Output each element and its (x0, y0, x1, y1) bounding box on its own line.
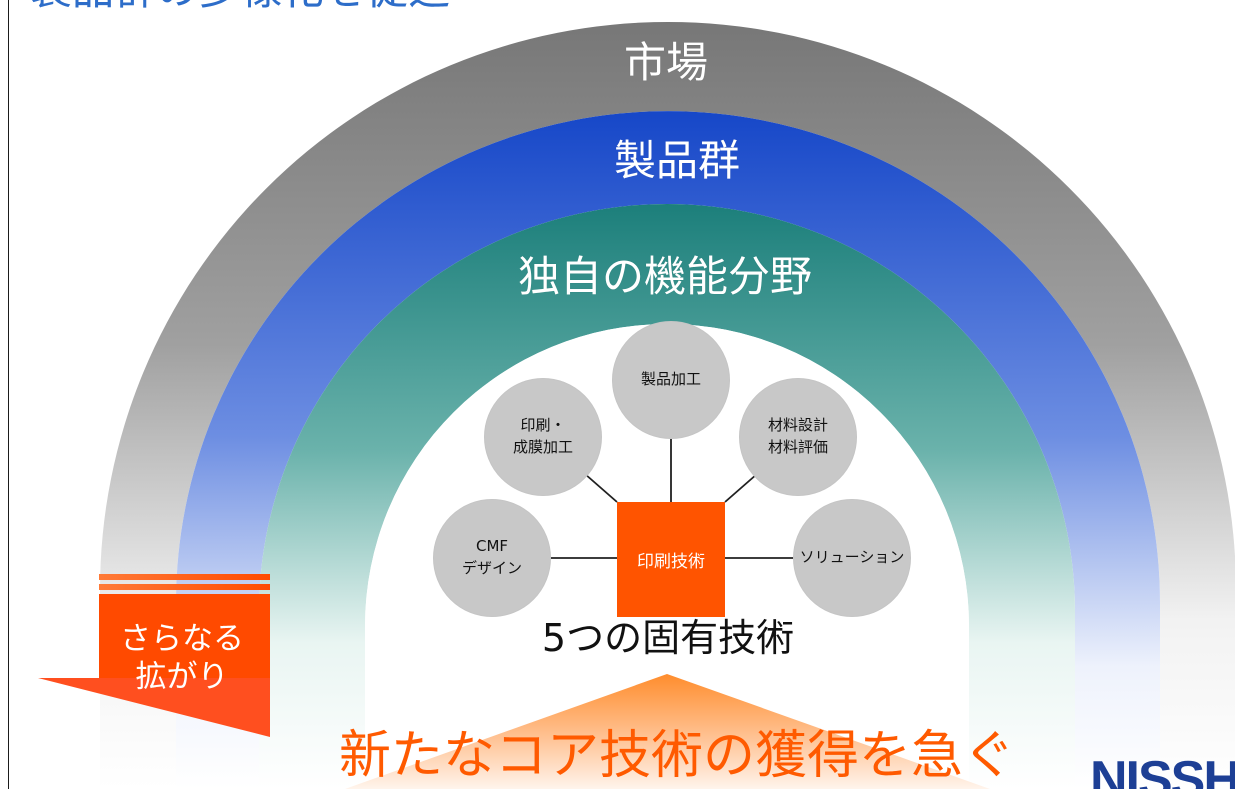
products-ring (176, 111, 1160, 789)
further-expansion-label: さらなる 拡がり (120, 621, 244, 695)
expansion-arrow-body (99, 594, 270, 678)
expansion-arrow-head (38, 678, 270, 737)
connector-left-upper (584, 473, 618, 503)
expansion-arrow (38, 574, 270, 737)
technology-node-cmf-design: CMF デザイン (433, 499, 551, 617)
core-technology-box: 印刷技術 (617, 502, 725, 617)
functional-field-label: 独自の機能分野 (517, 252, 813, 301)
functional-field-ring (259, 204, 1075, 789)
page-heading: 製品群の多様化を促進 (30, 0, 450, 11)
connector-right-upper (724, 473, 758, 503)
five-core-technologies-title: 5つの固有技術 (541, 616, 795, 660)
technology-node-material-design: 材料設計 材料評価 (739, 378, 857, 496)
expansion-stripe-middle (99, 584, 270, 590)
technology-node-printing-film: 印刷・ 成膜加工 (484, 378, 602, 496)
expansion-stripe-top (99, 574, 270, 580)
upward-orange-glow (345, 674, 990, 789)
technology-node-product-processing: 製品加工 (612, 321, 730, 439)
left-border-line (8, 0, 9, 789)
technology-node-solutions: ソリューション (793, 499, 911, 617)
market-label: 市場 (623, 38, 709, 87)
product-group-label: 製品群 (613, 136, 741, 185)
new-core-technology-callout: 新たなコア技術の獲得を急ぐ (338, 726, 1016, 786)
company-logo: NISSH (1090, 754, 1235, 789)
